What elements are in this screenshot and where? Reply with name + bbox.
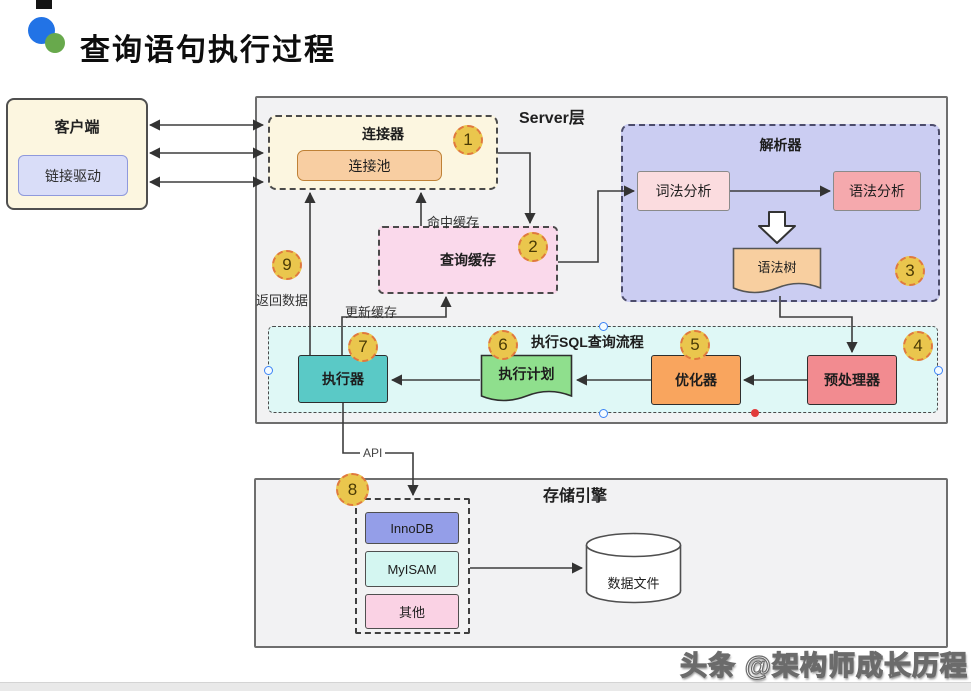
engine-innodb-node[interactable]: InnoDB [365, 512, 459, 544]
badge-7[interactable]: 7 [348, 332, 378, 362]
syntax-tree-node[interactable]: 语法树 [732, 247, 822, 297]
engine-other-label: 其他 [398, 605, 425, 620]
optimizer-node[interactable]: 优化器 [651, 355, 741, 405]
return-data-label: 返回数据 [256, 293, 309, 308]
syntax-analysis-label: 语法分析 [849, 183, 905, 199]
optimizer-label: 优化器 [675, 372, 717, 388]
query-cache-label: 查询缓存 [440, 252, 496, 268]
connection-point-dot[interactable] [751, 409, 759, 417]
syntax-analysis-node[interactable]: 语法分析 [833, 171, 921, 211]
badge-4[interactable]: 4 [903, 331, 933, 361]
badge-8[interactable]: 8 [336, 473, 369, 506]
data-file-label: 数据文件 [607, 575, 660, 591]
badge-1[interactable]: 1 [453, 125, 483, 155]
engine-innodb-label: InnoDB [390, 520, 434, 536]
connection-pool-node[interactable]: 连接池 [297, 150, 442, 181]
connection-pool-label: 连接池 [348, 157, 391, 174]
badge-5[interactable]: 5 [680, 330, 710, 360]
exec-plan-label: 执行计划 [498, 365, 555, 382]
badge-9[interactable]: 9 [272, 250, 302, 280]
page-title: 查询语句执行过程 [80, 34, 336, 67]
lexical-analysis-node[interactable]: 词法分析 [637, 171, 730, 211]
resize-handle-left[interactable] [264, 366, 273, 375]
exec-plan-node[interactable]: 执行计划 [480, 354, 573, 405]
syntax-tree-label: 语法树 [757, 260, 797, 275]
bottom-strip [0, 682, 971, 691]
preprocessor-node[interactable]: 预处理器 [807, 355, 897, 405]
storage-zone-label: 存储引擎 [543, 488, 608, 505]
badge-2[interactable]: 2 [518, 232, 548, 262]
resize-handle-bottom[interactable] [599, 409, 608, 418]
watermark: 头条 @架构师成长历程 [680, 650, 968, 681]
parser-title: 解析器 [759, 137, 802, 153]
connector-title: 连接器 [362, 126, 404, 142]
engine-myisam-node[interactable]: MyISAM [365, 551, 459, 587]
top-crop-mark [36, 0, 52, 9]
api-label: API [360, 446, 386, 460]
resize-handle-right[interactable] [934, 366, 943, 375]
executor-label: 执行器 [322, 371, 364, 387]
client-title: 客户端 [54, 119, 100, 136]
driver-box[interactable]: 链接驱动 [18, 155, 128, 196]
server-zone-label: Server层 [519, 110, 585, 127]
hit-cache-label: 命中缓存 [427, 215, 480, 230]
logo-green-circle-icon [45, 33, 65, 53]
engine-other-node[interactable]: 其他 [365, 594, 459, 629]
big-down-arrow-icon [758, 211, 796, 245]
exec-flow-title: 执行SQL查询流程 [531, 334, 644, 350]
badge-6[interactable]: 6 [488, 330, 518, 360]
resize-handle-top[interactable] [599, 322, 608, 331]
executor-node[interactable]: 执行器 [298, 355, 388, 403]
lexical-analysis-label: 词法分析 [655, 183, 712, 199]
update-cache-label: 更新缓存 [345, 305, 398, 320]
preprocessor-label: 预处理器 [824, 372, 880, 388]
engines-group[interactable] [355, 498, 470, 634]
driver-label: 链接驱动 [45, 167, 101, 184]
engine-myisam-label: MyISAM [387, 561, 437, 577]
data-file-cylinder[interactable]: 数据文件 [585, 532, 682, 604]
badge-3[interactable]: 3 [895, 256, 925, 286]
